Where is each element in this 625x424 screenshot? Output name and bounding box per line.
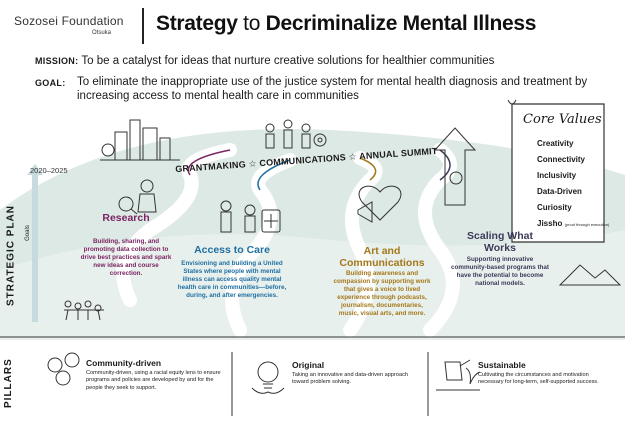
pillar-description: Taking an innovative and data-driven app… xyxy=(292,372,408,386)
family-icon xyxy=(64,300,104,321)
core-value-item: Creativity xyxy=(537,139,574,148)
core-value-item: Data-Driven xyxy=(537,187,582,196)
core-value-item: Inclusivity xyxy=(537,171,577,180)
core-value-item: Curiosity xyxy=(537,203,572,212)
goal-label: GOAL: xyxy=(35,78,66,88)
art-communications-title: Art and Communications xyxy=(339,245,425,269)
foreground-hill xyxy=(0,230,625,340)
timeline-bar xyxy=(32,172,38,322)
research-title: Research xyxy=(102,212,150,224)
timeline-years: 2020–2025 xyxy=(30,166,68,175)
pillar-title: Sustainable xyxy=(478,360,526,370)
mission-statement: MISSION: To be a catalyst for ideas that… xyxy=(35,55,494,67)
pillar-community-driven: Community-driven Community-driven, using… xyxy=(40,348,225,420)
mountain-icon xyxy=(558,264,622,286)
pillar-description: Community-driven, using a racial equity … xyxy=(86,370,221,391)
jissho-label: Jissho xyxy=(537,219,563,228)
star-icon: ☆ xyxy=(348,151,358,163)
star-icon: ☆ xyxy=(248,158,258,170)
strategic-plan-label: STRATEGIC PLAN xyxy=(3,195,17,325)
page-header: Sozosei Foundation Otsuka Strategy to De… xyxy=(0,0,625,50)
pillar-title: Original xyxy=(292,360,325,370)
goal-statement: GOAL: To eliminate the inappropriate use… xyxy=(35,75,615,103)
scaling-description: Supporting innovative community-based pr… xyxy=(451,256,549,287)
goal-text: To eliminate the inappropriate use of th… xyxy=(77,76,588,102)
pillar-title: Community-driven xyxy=(86,358,162,368)
growth-arrow-icon xyxy=(433,127,477,206)
jissho-note: (proof through execution) xyxy=(564,222,610,227)
art-communications-description: Building awareness and compassion by sup… xyxy=(333,270,431,317)
pillar-sustainable: Sustainable Cultivating the circumstance… xyxy=(430,348,620,420)
goals-label: Goals xyxy=(24,225,31,241)
core-values-scroll xyxy=(511,103,605,243)
page-title: Strategy to Decriminalize Mental Illness xyxy=(156,12,536,36)
core-value-item-jissho: Jissho (proof through execution) xyxy=(537,216,609,232)
core-values-panel: Core Values Creativity Connectivity Incl… xyxy=(515,108,609,238)
title-to: to xyxy=(237,12,266,35)
people-group-icon xyxy=(265,119,327,149)
core-value-item: Connectivity xyxy=(537,155,586,164)
lightbulb-hands-icon xyxy=(251,361,285,394)
mission-text: To be a catalyst for ideas that nurture … xyxy=(81,55,495,67)
foundation-logo: Sozosei Foundation xyxy=(14,14,124,28)
pillar-description: Cultivating the circumstances and motiva… xyxy=(478,372,599,386)
mission-label: MISSION: xyxy=(35,56,79,66)
research-description: Building, sharing, and promoting data co… xyxy=(80,238,172,277)
megaphone-heart-icon xyxy=(357,185,402,223)
community-faces-icon xyxy=(47,352,80,386)
title-rest: Decriminalize Mental Illness xyxy=(265,12,537,35)
access-to-care-description: Envisioning and building a United States… xyxy=(177,260,287,299)
pillars-text: PILLARS xyxy=(3,358,14,408)
strategic-plan-text: STRATEGIC PLAN xyxy=(5,204,17,307)
header-divider xyxy=(142,8,144,44)
city-skyline-icon xyxy=(100,119,180,161)
logo-subtitle: Otsuka xyxy=(92,30,112,36)
researcher-icon xyxy=(118,179,157,215)
access-to-care-title: Access to Care xyxy=(194,244,270,256)
care-people-icon xyxy=(220,200,281,233)
watering-plant-icon xyxy=(436,359,481,391)
timeline-arrow-head xyxy=(27,164,43,175)
core-values-list: Creativity Connectivity Inclusivity Data… xyxy=(537,136,609,232)
core-values-title: Core Values xyxy=(523,112,602,127)
pillar-original: Original Taking an innovative and data-d… xyxy=(240,348,420,420)
title-strategy: Strategy xyxy=(156,12,238,35)
scaling-title: Scaling What Works xyxy=(467,230,533,254)
